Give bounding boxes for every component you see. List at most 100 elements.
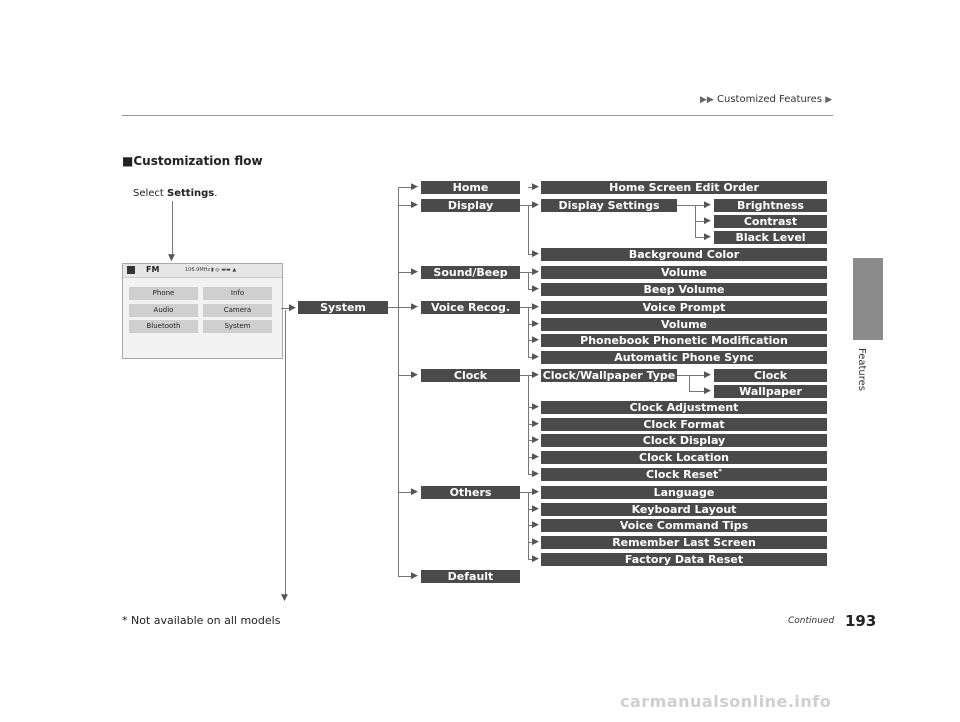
screen-button-phone: Phone [129,287,198,300]
arrow-right-icon: ▶ [411,200,418,210]
connector-line [520,375,533,376]
connector-line [689,391,705,392]
square-bullet-icon: ■ [122,154,134,168]
display-trunk [528,205,529,254]
header-rule [122,115,833,116]
arrow-right-icon: ▶ [532,182,539,192]
arrow-right-icon: ▶ [532,504,539,514]
arrow-right-icon: ▶ [704,232,711,242]
pointer-line [172,201,173,258]
flow-display: Display [421,199,520,212]
arrow-right-icon: ▶ [704,370,711,380]
flow-automatic-phone-sync: Automatic Phone Sync [541,351,827,364]
arrow-right-icon: ▶ [532,537,539,547]
connector-line [528,340,533,341]
connector-line [520,492,533,493]
arrow-right-icon: ▶ [411,571,418,581]
flow-others: Others [421,486,520,499]
arrow-right-icon: ▶ [411,182,418,192]
flow-voice-command-tips: Voice Command Tips [541,519,827,532]
connector-line [528,525,533,526]
arrow-right-icon: ▶ [532,267,539,277]
section-tab-marker [853,258,883,340]
arrow-right-icon: ▶ [532,435,539,445]
branch-line [398,375,412,376]
arrow-right-icon: ▶ [532,370,539,380]
breadcrumb: ▶▶ Customized Features ▶ [700,94,832,105]
arrow-right-icon: ▶ [704,216,711,226]
flow-beep-volume: Beep Volume [541,283,827,296]
connector-line [528,357,533,358]
flow-clock-display: Clock Display [541,434,827,447]
branch-line [398,272,412,273]
flow-clock-adjustment: Clock Adjustment [541,401,827,414]
flow-phonebook-phonetic: Phonebook Phonetic Modification [541,334,827,347]
branch-line [398,492,412,493]
flow-clock-option: Clock [714,369,827,382]
connector-line [695,221,705,222]
continued-label: Continued [788,616,835,626]
connector-line [528,254,533,255]
connector-line [528,474,533,475]
clock-reset-label: Clock Reset [646,468,719,481]
flow-keyboard-layout: Keyboard Layout [541,503,827,516]
arrow-right-icon: ▶ [289,303,296,313]
sound-trunk [528,272,529,289]
connector-line [528,509,533,510]
arrow-right-icon: ▶ [411,370,418,380]
flow-home-screen-edit-order: Home Screen Edit Order [541,181,827,194]
flow-display-settings: Display Settings [541,199,677,212]
arrow-right-icon: ▶ [532,249,539,259]
connector-line [695,237,705,238]
connector-line [528,457,533,458]
arrow-down-icon: ▼ [168,253,175,263]
section-title-text: Customization flow [133,154,263,168]
flow-factory-data-reset: Factory Data Reset [541,553,827,566]
flow-sound-volume: Volume [541,266,827,279]
flow-remember-last-screen: Remember Last Screen [541,536,827,549]
screen-button-info: Info [203,287,272,300]
branch-line [398,205,412,206]
arrow-right-icon: ▶ [532,469,539,479]
connector-line [528,407,533,408]
connector-line [677,205,705,206]
connector-line [520,205,533,206]
note-prefix: Select [133,188,168,199]
connector-line [528,324,533,325]
frequency-label: 106.9MHz [185,267,211,273]
section-title: ■Customization flow [122,154,263,168]
flow-contrast: Contrast [714,215,827,228]
wallpaper-trunk [689,375,690,391]
arrow-right-icon: ▶ [532,520,539,530]
arrow-right-icon: ▶ [532,554,539,564]
arrow-right-icon: ▶ [704,200,711,210]
footnote: * Not available on all models [122,614,281,627]
note-suffix: . [214,188,218,199]
flow-voice-volume: Volume [541,318,827,331]
triangle-icon: ▶ [825,95,833,105]
flow-clock-format: Clock Format [541,418,827,431]
connector-line [528,542,533,543]
footnote-mark: * [718,468,722,476]
flow-clock-location: Clock Location [541,451,827,464]
band-label: FM [146,265,160,274]
arrow-right-icon: ▶ [704,386,711,396]
connector-line [520,307,533,308]
arrow-right-icon: ▶ [532,284,539,294]
system-connector [388,307,398,308]
flow-clock-wallpaper-type: Clock/Wallpaper Type [541,369,677,382]
flow-system: System [298,301,388,314]
page-number: 193 [845,612,877,630]
branch-line [398,576,412,577]
note-bold: Settings [167,188,215,199]
arrow-right-icon: ▶ [411,487,418,497]
connector-line [528,187,533,188]
arrow-right-icon: ▶ [532,302,539,312]
flow-clock: Clock [421,369,520,382]
arrow-right-icon: ▶ [532,419,539,429]
connector-line [281,308,290,309]
flow-language: Language [541,486,827,499]
connector-line [528,289,533,290]
breadcrumb-label: Customized Features [717,94,823,105]
arrow-right-icon: ▶ [532,487,539,497]
